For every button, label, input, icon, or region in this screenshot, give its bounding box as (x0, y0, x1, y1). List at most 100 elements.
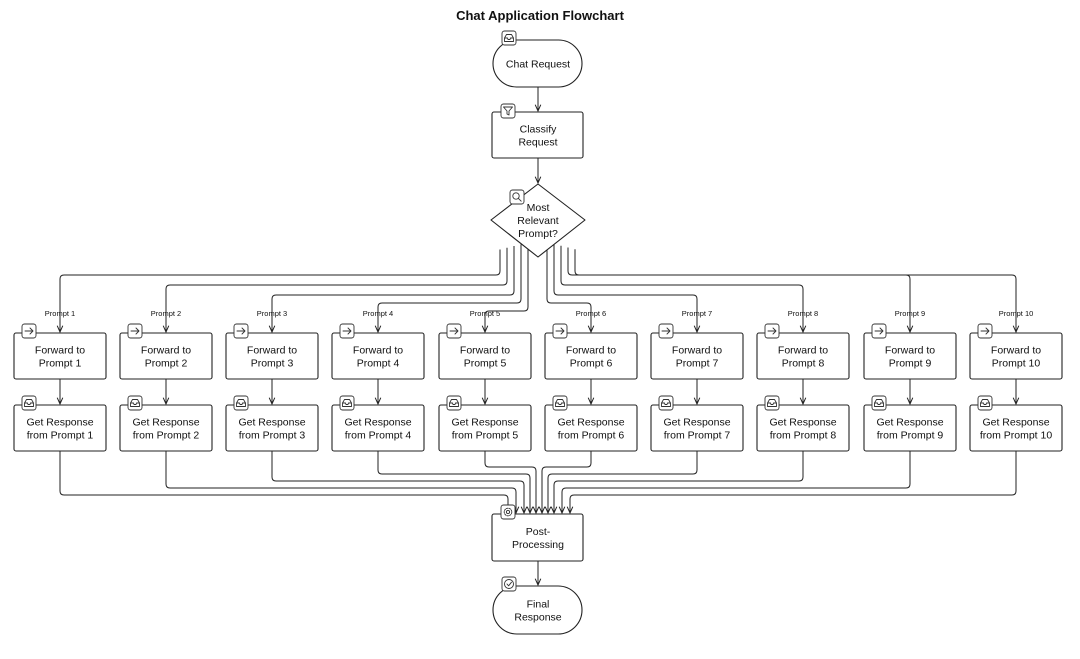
get-response-3-line-2: from Prompt 3 (239, 430, 306, 442)
forward-to-prompt-5-line-1: Forward to (460, 345, 510, 357)
edge-label-prompt-4: Prompt 4 (363, 309, 393, 318)
post-processing-line-1: Post- (526, 526, 551, 538)
forward-to-prompt-8-line-2: Prompt 8 (782, 358, 825, 370)
get-response-7-line-1: Get Response (663, 417, 730, 429)
get-response-8-line-2: from Prompt 8 (770, 430, 837, 442)
nodes-layer: Chat RequestClassifyRequestMostRelevantP… (13, 30, 1063, 635)
edge-label-prompt-1: Prompt 1 (45, 309, 75, 318)
gear-icon (500, 504, 516, 520)
forward-to-prompt-7-line-2: Prompt 7 (676, 358, 719, 370)
forward-to-prompt-10-line-2: Prompt 10 (992, 358, 1041, 370)
edge-label-prompt-10: Prompt 10 (999, 309, 1034, 318)
forward-to-prompt-2-line-2: Prompt 2 (145, 358, 188, 370)
forward-to-prompt-9-line-1: Forward to (885, 345, 935, 357)
node-chat-request[interactable]: Chat Request (492, 30, 583, 88)
inbox-icon (871, 395, 887, 411)
edge-label-prompt-8: Prompt 8 (788, 309, 818, 318)
edge-decision-to-forward-8 (560, 245, 803, 332)
edges-layer: Prompt 1 Prompt 2 Prompt 3 Prompt 4 Prompt 5… (45, 87, 1034, 585)
edge-decision-to-forward-6 (546, 242, 591, 332)
post-processing-line-2: Processing (512, 539, 564, 551)
forward-to-prompt-3-line-2: Prompt 3 (251, 358, 294, 370)
forward-to-prompt-6-line-2: Prompt 6 (570, 358, 613, 370)
forward-to-prompt-6-line-1: Forward to (566, 345, 616, 357)
inbox-icon (446, 395, 462, 411)
edge-decision-to-forward-4 (378, 244, 522, 332)
edge-response-to-post-6 (542, 451, 592, 513)
edge-response-to-post-4 (377, 451, 530, 513)
get-response-2-line-1: Get Response (132, 417, 199, 429)
get-response-2-line-2: from Prompt 2 (133, 430, 200, 442)
inbox-icon (127, 395, 143, 411)
edge-label-prompt-6: Prompt 6 (576, 309, 606, 318)
node-post-processing[interactable]: Post-Processing (491, 504, 584, 562)
get-response-6-line-2: from Prompt 6 (558, 430, 625, 442)
forward-to-prompt-2-line-1: Forward to (141, 345, 191, 357)
classify-request-line-2: Request (518, 137, 557, 149)
diagram-title: Chat Application Flowchart (456, 8, 624, 23)
most-relevant-prompt-line-3: Prompt? (518, 228, 558, 240)
edge-response-to-post-8 (554, 451, 804, 513)
edge-response-to-post-7 (548, 451, 698, 513)
get-response-5-line-2: from Prompt 5 (452, 430, 519, 442)
edge-decision-to-forward-5 (485, 242, 529, 333)
get-response-4-line-1: Get Response (344, 417, 411, 429)
search-icon (509, 189, 525, 205)
inbox-icon (339, 395, 355, 411)
forward-to-prompt-1-line-2: Prompt 1 (39, 358, 82, 370)
inbox-icon (977, 395, 993, 411)
filter-icon (500, 103, 516, 119)
inbox-icon (21, 395, 37, 411)
edge-label-prompt-3: Prompt 3 (257, 309, 287, 318)
forward-to-prompt-7-line-1: Forward to (672, 345, 722, 357)
edge-response-to-post-2 (165, 451, 516, 513)
edge-label-prompt-2: Prompt 2 (151, 309, 181, 318)
arrow-right-icon (127, 323, 143, 339)
arrow-right-icon (233, 323, 249, 339)
forward-to-prompt-4-line-2: Prompt 4 (357, 358, 400, 370)
get-response-8-line-1: Get Response (769, 417, 836, 429)
edge-response-to-post-5 (484, 451, 536, 513)
inbox-icon (658, 395, 674, 411)
get-response-1-line-2: from Prompt 1 (27, 430, 94, 442)
most-relevant-prompt-line-2: Relevant (517, 215, 559, 227)
forward-to-prompt-3-line-1: Forward to (247, 345, 297, 357)
inbox-icon (233, 395, 249, 411)
arrow-right-icon (446, 323, 462, 339)
edge-decision-to-forward-7 (553, 244, 697, 332)
edge-label-prompt-7: Prompt 7 (682, 309, 712, 318)
forward-to-prompt-5-line-2: Prompt 5 (464, 358, 507, 370)
edge-label-prompt-9: Prompt 9 (895, 309, 925, 318)
edge-decision-to-forward-1 (60, 249, 501, 333)
edge-response-to-post-3 (271, 451, 524, 513)
get-response-7-line-2: from Prompt 7 (664, 430, 731, 442)
edge-decision-to-forward-2 (166, 247, 508, 332)
arrow-right-icon (339, 323, 355, 339)
get-response-6-line-1: Get Response (557, 417, 624, 429)
forward-to-prompt-9-line-2: Prompt 9 (889, 358, 932, 370)
